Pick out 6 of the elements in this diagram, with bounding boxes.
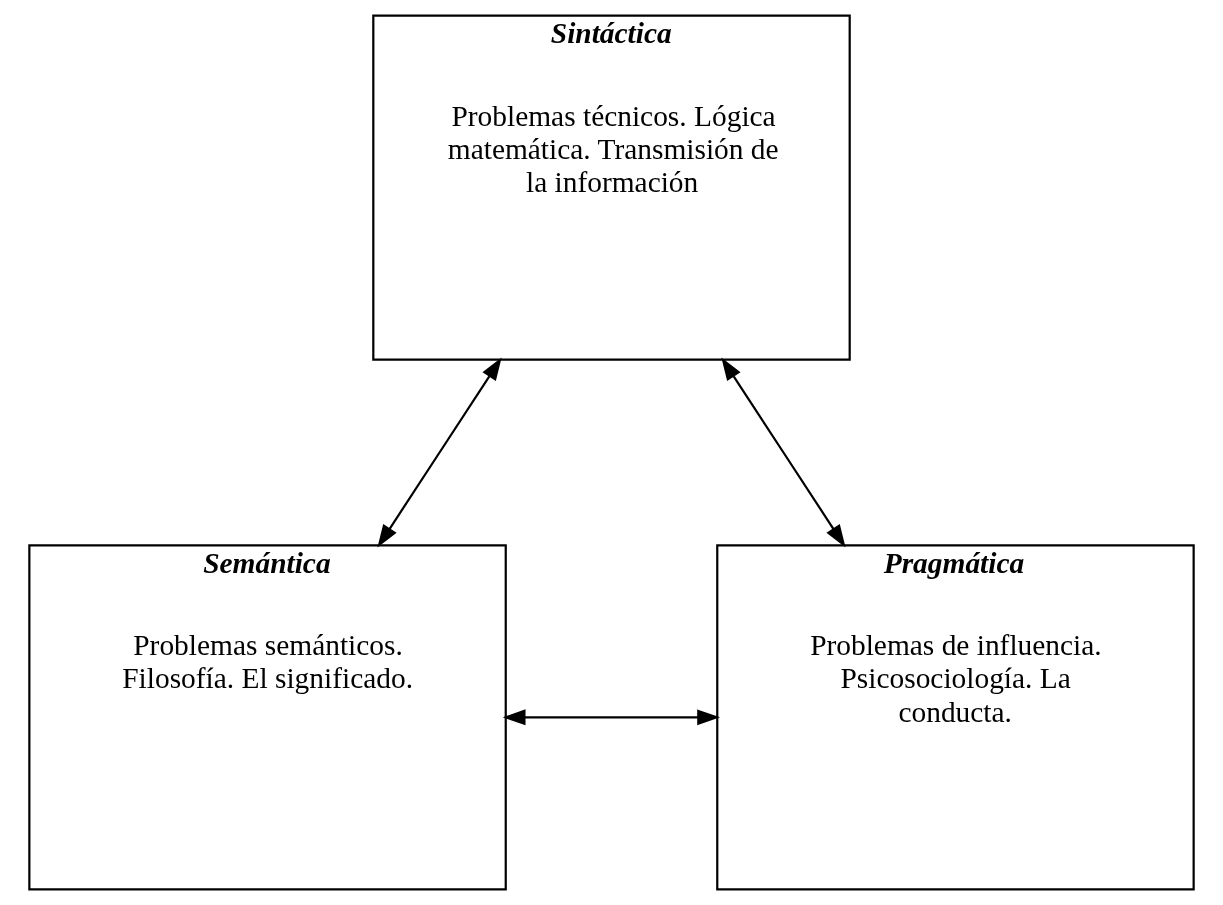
node-box: Semántica Problemas semánticos. Filosofía. El significado. [28,544,507,891]
arrow [502,709,721,726]
node-box: Sintáctica Problemas técnicos. Lógica matemática. Transmisión de la información [372,14,851,361]
node-box: Pragmática Problemas de influencia. Psicosociología. La conducta. [716,544,1195,891]
arrow [721,357,846,548]
arrow [377,357,502,548]
